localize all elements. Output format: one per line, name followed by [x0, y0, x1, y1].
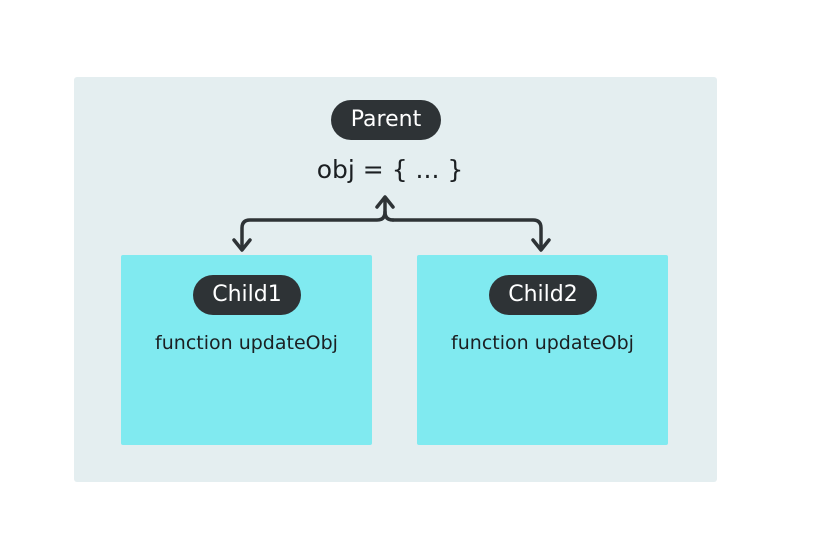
- parent-state-obj: obj = { ... }: [316, 155, 464, 184]
- child1-component-box: Child1 function updateObj: [121, 255, 372, 445]
- child2-label-pill: Child2: [489, 275, 597, 315]
- parent-label-pill: Parent: [331, 100, 441, 140]
- child2-component-box: Child2 function updateObj: [417, 255, 668, 445]
- child1-function-label: function updateObj: [155, 332, 338, 354]
- child2-function-label: function updateObj: [451, 332, 634, 354]
- child1-label-pill: Child1: [193, 275, 301, 315]
